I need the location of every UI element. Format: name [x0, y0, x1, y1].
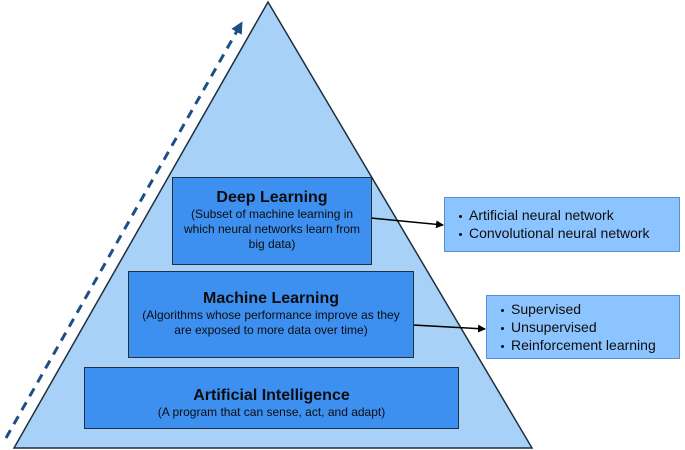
layer-description-line: are exposed to more data over time)	[174, 323, 368, 337]
artificial-intelligence-layer: Artificial Intelligence (A program that …	[84, 367, 459, 429]
list-item: Reinforcement learning	[495, 336, 679, 354]
deep-learning-layer: Deep Learning (Subset of machine learnin…	[172, 177, 372, 265]
arrow-right-icon	[370, 217, 444, 229]
layer-description-line: big data)	[248, 237, 296, 251]
list-item: Convolutional neural network	[453, 224, 679, 242]
layer-description-line: which neural networks learn from	[183, 222, 361, 236]
machine-learning-types-box: Supervised Unsupervised Reinforcement le…	[486, 295, 680, 359]
layer-title: Artificial Intelligence	[193, 387, 350, 404]
layer-description-line: (Subset of machine learning in	[190, 207, 354, 221]
types-list: Supervised Unsupervised Reinforcement le…	[495, 300, 679, 354]
machine-learning-layer: Machine Learning (Algorithms whose perfo…	[128, 271, 414, 358]
arrow-right-icon	[412, 324, 486, 333]
layer-title: Deep Learning	[216, 189, 328, 206]
layer-description-line: (A program that can sense, act, and adap…	[157, 405, 386, 419]
examples-list: Artificial neural network Convolutional …	[453, 206, 679, 242]
list-item: Supervised	[495, 300, 679, 318]
list-item: Artificial neural network	[453, 206, 679, 224]
deep-learning-examples-box: Artificial neural network Convolutional …	[444, 197, 680, 252]
layer-title: Machine Learning	[202, 290, 340, 307]
list-item: Unsupervised	[495, 318, 679, 336]
layer-description-line: (Algorithms whose performance improve as…	[142, 308, 400, 322]
